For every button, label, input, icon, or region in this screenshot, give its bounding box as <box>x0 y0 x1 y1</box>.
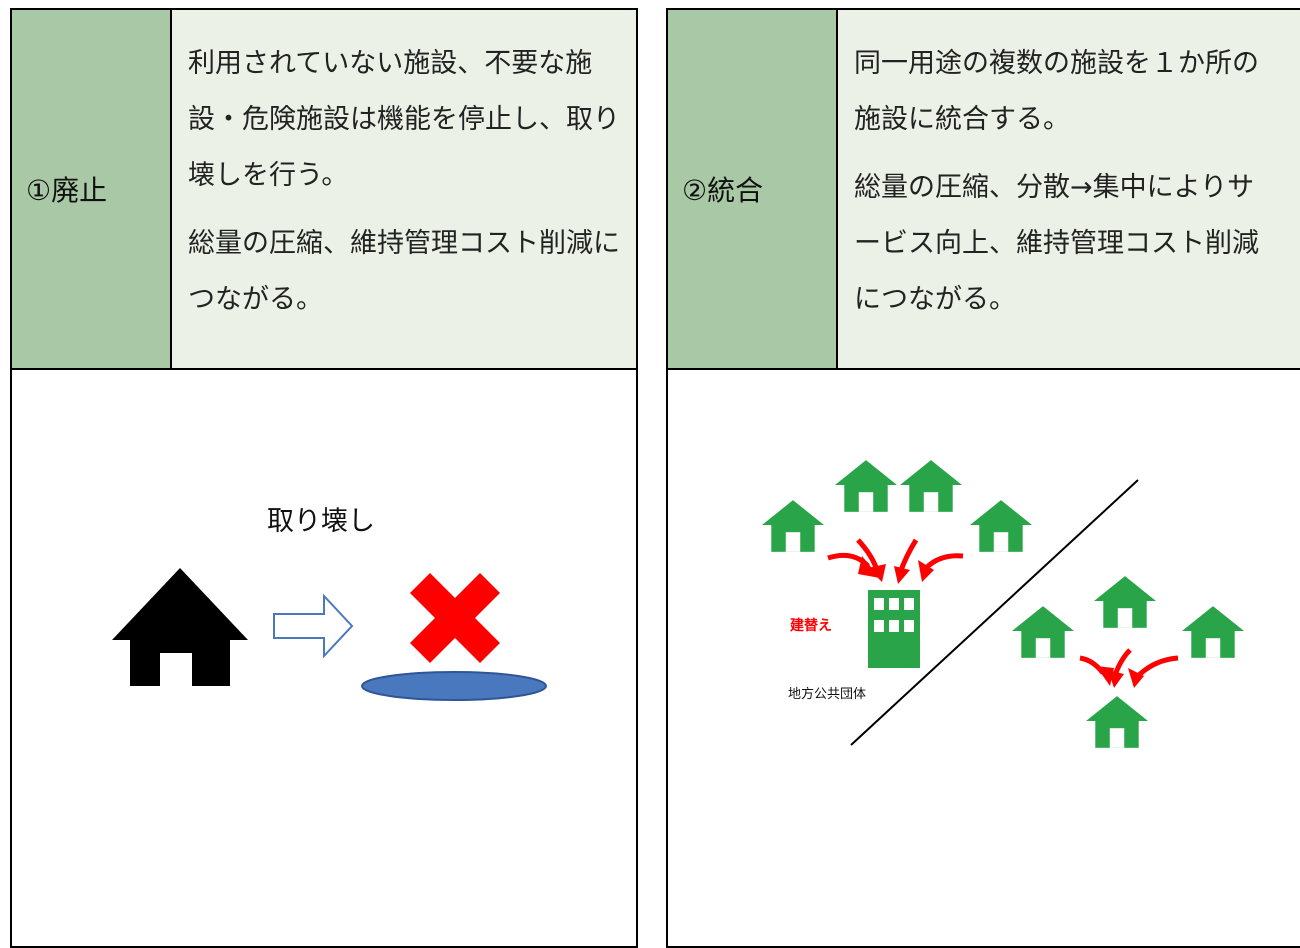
consolidation-desc-line-5: につながる。 <box>854 284 1016 315</box>
panel-abolition: ①廃止 利用されていない施設、不要な施設・危険施設は機能を停止し、取り壊しを行う… <box>10 8 638 948</box>
house-icon <box>1086 696 1148 748</box>
arrowheads-lower <box>1096 666 1144 688</box>
house-icon <box>900 460 962 512</box>
consolidation-label: ②統合 <box>668 10 838 368</box>
consolidation-diagram: 建替え 地方公共団体 <box>762 460 1244 748</box>
demolition-diagram: 取り壊し <box>112 506 547 701</box>
house-icon <box>970 500 1032 552</box>
local-government-label: 地方公共団体 <box>788 686 866 702</box>
ground-ellipse <box>361 671 547 701</box>
building-icon <box>868 590 920 668</box>
cross-icon <box>410 573 500 663</box>
abolition-desc-1: 利用されていない施設、不要な施設・危険施設は機能を停止し、取り壊しを行う。 <box>188 48 620 191</box>
house-icon <box>1182 606 1244 658</box>
divider-line <box>850 479 1139 746</box>
arrowheads <box>858 556 934 584</box>
house-icon <box>835 460 897 512</box>
house-icon <box>762 500 824 552</box>
rebuild-label: 建替え <box>790 617 832 634</box>
house-icon <box>1012 606 1074 658</box>
consolidation-desc-line-4: ービス向上、維持管理コスト削減 <box>854 228 1259 259</box>
house-icon <box>1094 576 1156 628</box>
abolition-label: ①廃止 <box>12 10 172 368</box>
abolition-header: ①廃止 利用されていない施設、不要な施設・危険施設は機能を停止し、取り壊しを行う… <box>12 10 636 370</box>
house-icon <box>112 568 248 693</box>
consolidation-description: 同一用途の複数の施設を１か所の 施設に統合する。 総量の圧縮、分散→集中によりサ… <box>838 10 1300 368</box>
consolidation-header: ②統合 同一用途の複数の施設を１か所の 施設に統合する。 総量の圧縮、分散→集中… <box>668 10 1300 370</box>
consolidation-arrows-lower <box>1079 648 1179 680</box>
consolidation-desc-line-3: 総量の圧縮、分散→集中によりサ <box>854 172 1255 203</box>
arrow-right-icon <box>273 593 354 659</box>
abolition-desc-2: 総量の圧縮、維持管理コスト削減につながる。 <box>188 228 620 315</box>
consolidation-desc-line-1: 同一用途の複数の施設を１か所の <box>854 48 1259 79</box>
consolidation-desc-line-2: 施設に統合する。 <box>854 104 1070 135</box>
panel-consolidation: ②統合 同一用途の複数の施設を１か所の 施設に統合する。 総量の圧縮、分散→集中… <box>666 8 1300 948</box>
abolition-description: 利用されていない施設、不要な施設・危険施設は機能を停止し、取り壊しを行う。 総量… <box>172 10 636 368</box>
demolition-title: 取り壊し <box>267 506 375 537</box>
